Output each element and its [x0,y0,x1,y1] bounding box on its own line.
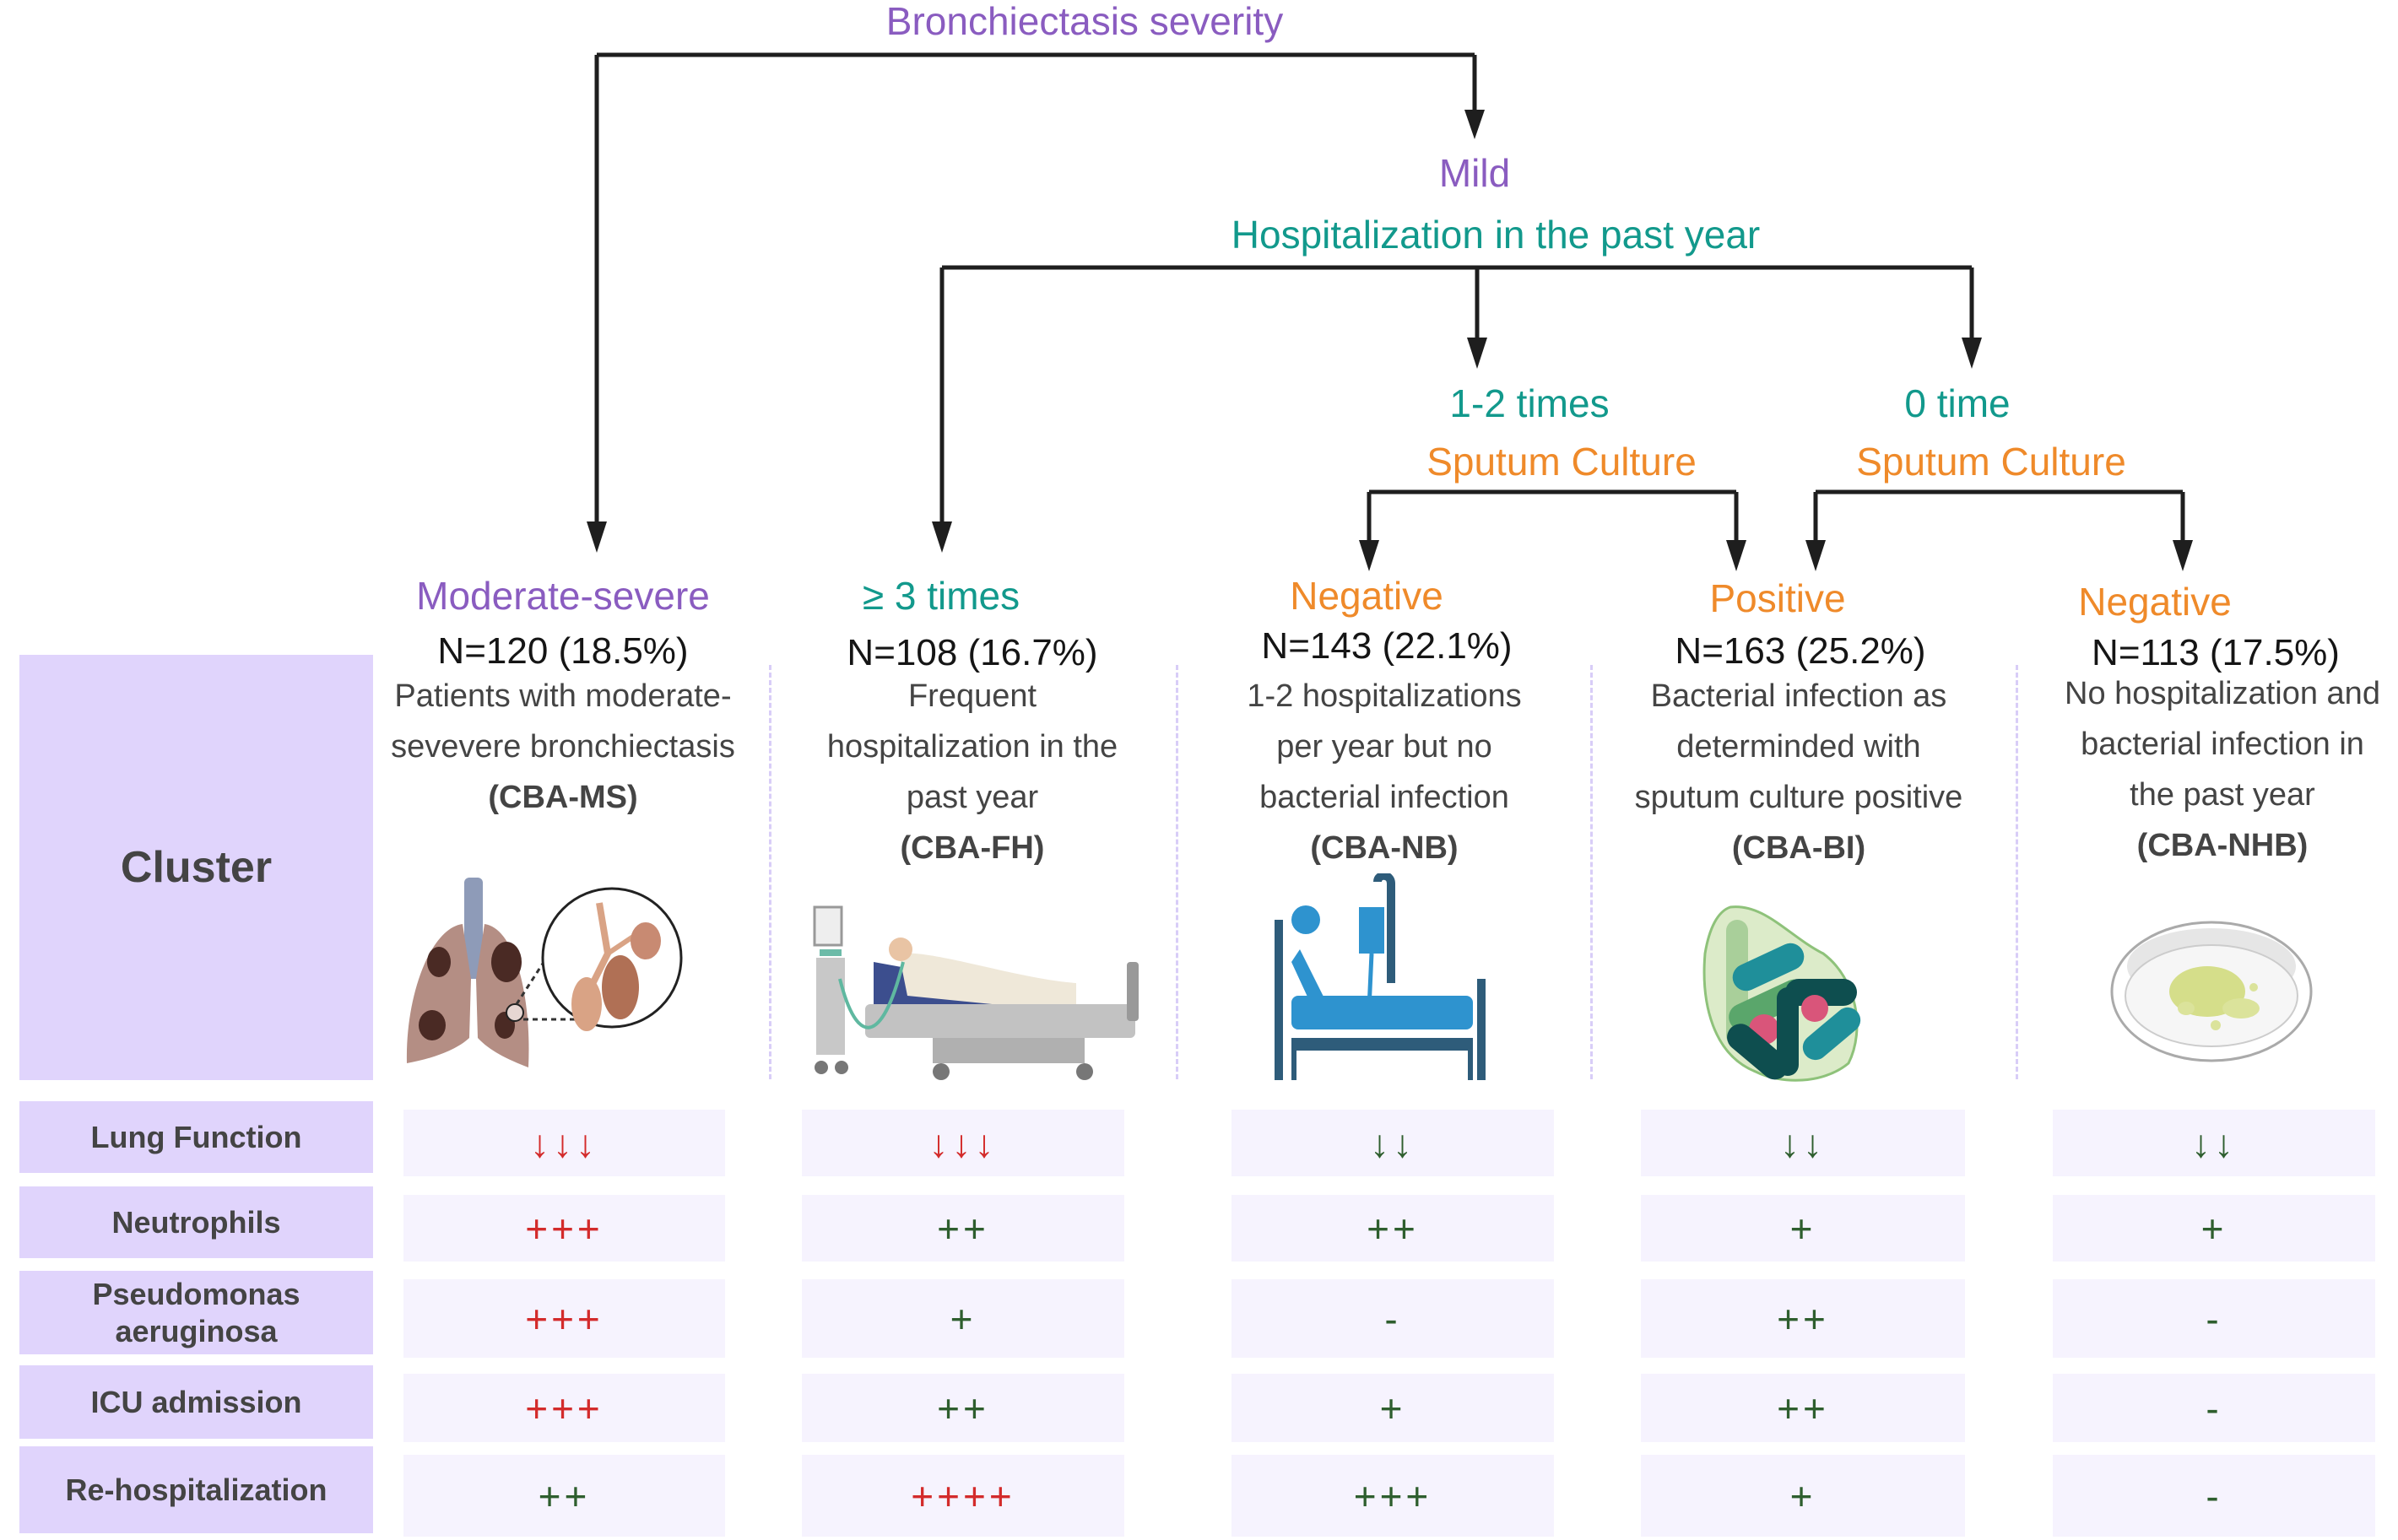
feature-label: ICU admission [19,1365,373,1439]
column-separator [1176,665,1178,1079]
cluster-description: Bacterial infection as determinded with … [1635,671,1963,873]
arrowhead [1726,540,1746,571]
cluster-description: Patients with moderate- sevevere bronchi… [391,671,735,823]
cluster-count: N=120 (18.5%) [437,630,689,672]
feature-value-cell: + [1231,1374,1554,1442]
cluster-count: N=143 (22.1%) [1261,625,1513,667]
feature-value-cell: - [2053,1455,2375,1537]
tree-node-hospitalization: Hospitalization in the past year [1231,213,1761,257]
cluster-code: (CBA-FH) [900,830,1045,866]
arrowhead [587,521,607,553]
tree-root-label: Bronchiectasis severity [885,0,1284,43]
patient-in-bed-icon [1275,873,1486,1080]
cluster-count: N=108 (16.7%) [847,632,1098,673]
tree-node-sputum-culture-2: Sputum Culture [1856,440,2126,484]
cluster-branch-label: Negative [2078,580,2232,624]
column-separator [769,665,771,1079]
feature-value-cell: ↓↓ [2053,1110,2375,1176]
feature-value-cell: ↓↓↓ [802,1110,1124,1176]
cluster-description: No hospitalization and bacterial infecti… [2065,668,2380,871]
feature-value-cell: ↓↓ [1641,1110,1965,1176]
cluster-branch-label: Positive [1709,576,1846,620]
arrowhead [1464,110,1485,139]
feature-value-cell: +++ [403,1279,725,1358]
cluster-code: (CBA-NB) [1310,830,1459,866]
column-separator [2016,665,2018,1079]
feature-label: Pseudomonas aeruginosa [19,1271,373,1354]
cluster-code: (CBA-BI) [1731,830,1866,866]
petri-dish-icon [2110,921,2313,1062]
feature-value-cell: ++ [1231,1195,1554,1262]
cluster-count: N=113 (17.5%) [2092,632,2340,673]
feature-value-cell: ++ [1641,1279,1965,1358]
feature-value-cell: ++ [802,1195,1124,1262]
feature-value-cell: + [1641,1195,1965,1262]
arrowhead [2173,540,2193,571]
cluster-branch-label: Negative [1290,574,1443,618]
row-header-cluster: Cluster [19,655,373,1080]
lung-icon [406,878,683,1067]
feature-value-cell: +++ [403,1374,725,1442]
feature-value-cell: ++ [802,1374,1124,1442]
feature-value-cell: ↓↓ [1231,1110,1554,1176]
cluster-branch-label: Moderate-severe [416,574,710,618]
feature-label: Re-hospitalization [19,1446,373,1533]
column-separator [1590,665,1593,1079]
bacteria-icon [1702,905,1861,1082]
feature-label: Lung Function [19,1101,373,1173]
cluster-description: 1-2 hospitalizations per year but no bac… [1247,671,1521,873]
cluster-code: (CBA-MS) [488,780,638,815]
cluster-description: Frequent hospitalization in the past yea… [827,671,1118,873]
tree-node-0-time: 0 time [1904,381,2011,425]
feature-value-cell: - [1231,1279,1554,1358]
feature-value-cell: + [1641,1455,1965,1537]
feature-label: Neutrophils [19,1186,373,1258]
feature-value-cell: - [2053,1374,2375,1442]
feature-value-cell: + [2053,1195,2375,1262]
cluster-branch-label: ≥ 3 times [862,574,1020,618]
feature-value-cell: ++ [403,1455,725,1537]
arrowhead [1359,540,1379,571]
feature-value-cell: ++ [1641,1374,1965,1442]
tree-node-sputum-culture-1: Sputum Culture [1426,440,1697,484]
feature-value-cell: +++ [1231,1455,1554,1537]
cluster-code: (CBA-NHB) [2136,828,2309,863]
arrowhead [932,521,952,553]
row-header-cluster-label: Cluster [120,843,273,892]
arrowhead [1467,338,1487,369]
arrowhead [1805,540,1826,571]
cluster-count: N=163 (25.2%) [1675,630,1926,672]
tree-node-mild: Mild [1438,151,1511,195]
feature-value-cell: ↓↓↓ [403,1110,725,1176]
tree-node-1-2-times: 1-2 times [1449,381,1610,425]
feature-value-cell: +++ [403,1195,725,1262]
hospital-bed-ventilator-icon [813,905,1139,1080]
feature-value-cell: - [2053,1279,2375,1358]
arrowhead [1962,338,1982,369]
feature-value-cell: ++++ [802,1455,1124,1537]
feature-value-cell: + [802,1279,1124,1358]
